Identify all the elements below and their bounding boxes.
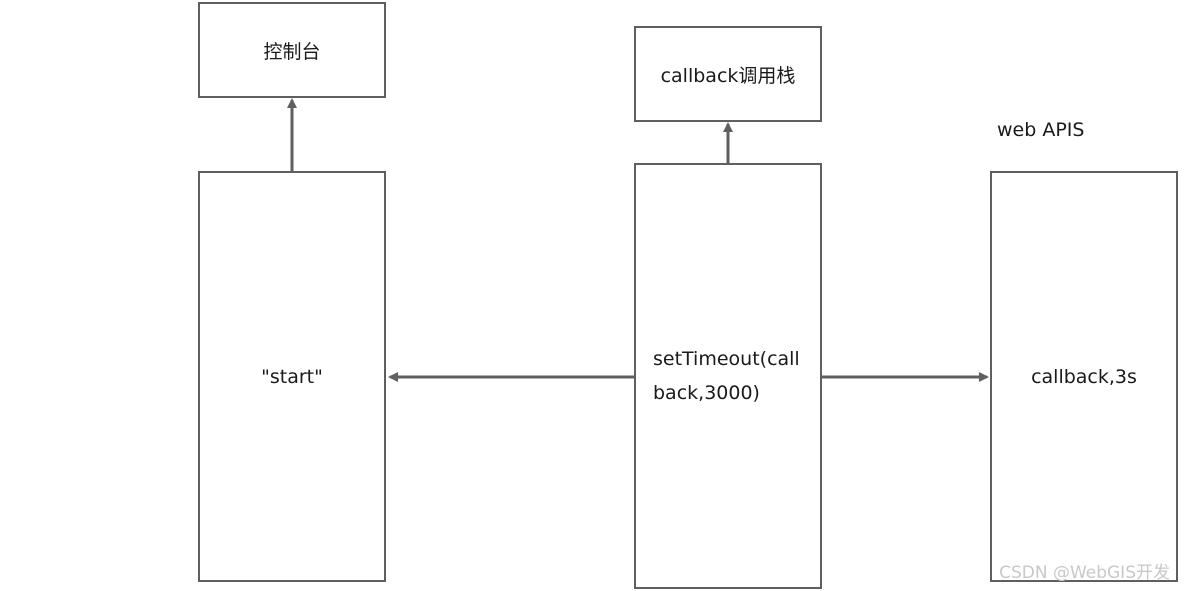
- web-apis-node: callback,3s: [990, 171, 1178, 582]
- main-stack-node-label: "start": [261, 365, 323, 388]
- settimeout-node-label: setTimeout(callback,3000): [653, 348, 800, 404]
- callback-stack-node-label: callback调用栈: [660, 64, 796, 87]
- console-node-label: 控制台: [263, 40, 321, 63]
- web-apis-node-label: callback,3s: [1031, 365, 1137, 388]
- callback-stack-node: callback调用栈: [634, 26, 822, 122]
- settimeout-node: setTimeout(callback,3000): [634, 163, 822, 589]
- web-apis-title: web APIS: [997, 119, 1085, 141]
- console-node: 控制台: [198, 2, 386, 98]
- main-stack-node: "start": [198, 171, 386, 582]
- watermark: CSDN @WebGIS开发: [999, 563, 1170, 583]
